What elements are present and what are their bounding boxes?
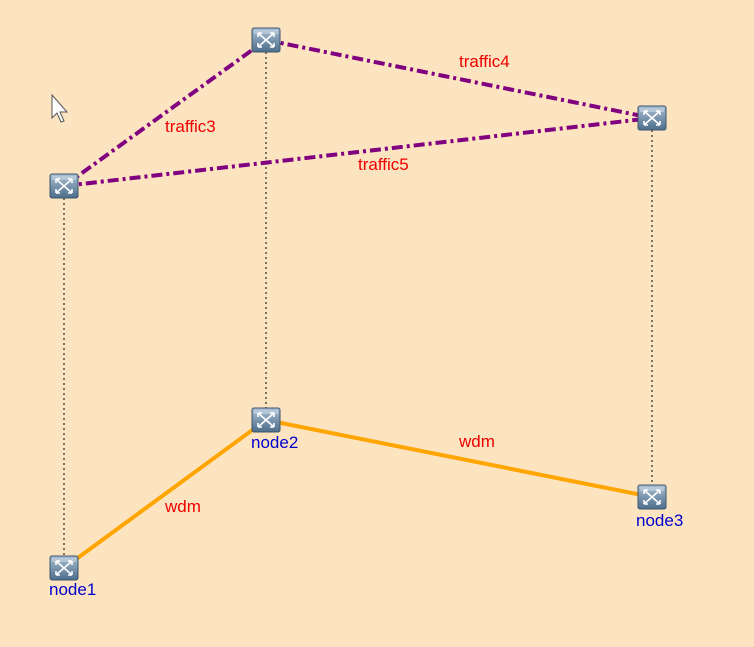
traffic3-label: traffic3 (165, 117, 216, 136)
wdm-link-node1-node2[interactable] (62, 418, 268, 570)
traffic3-link[interactable] (62, 38, 268, 188)
node3-label: node3 (636, 511, 683, 530)
wdm-label-node2-node3: wdm (458, 432, 495, 451)
wdm-label-node1-node2: wdm (164, 497, 201, 516)
traffic5-label: traffic5 (358, 155, 409, 174)
traffic5-link[interactable] (63, 116, 653, 188)
wdm-link-node2-node3[interactable] (265, 418, 653, 499)
node2-switch-icon[interactable] (251, 407, 281, 433)
node3-switch-icon[interactable] (637, 484, 667, 510)
traffic-links (62, 38, 653, 188)
upper-node3-switch-icon[interactable] (637, 105, 667, 131)
mouse-pointer-icon (51, 93, 69, 123)
node1-switch-icon[interactable] (49, 555, 79, 581)
node2-label: node2 (251, 433, 298, 452)
upper-node2-switch-icon[interactable] (251, 27, 281, 53)
upper-node1-switch-icon[interactable] (49, 173, 79, 199)
traffic4-label: traffic4 (459, 52, 510, 71)
wdm-links (62, 418, 653, 570)
node1-label: node1 (49, 580, 96, 599)
vertical-guides (63, 52, 653, 556)
